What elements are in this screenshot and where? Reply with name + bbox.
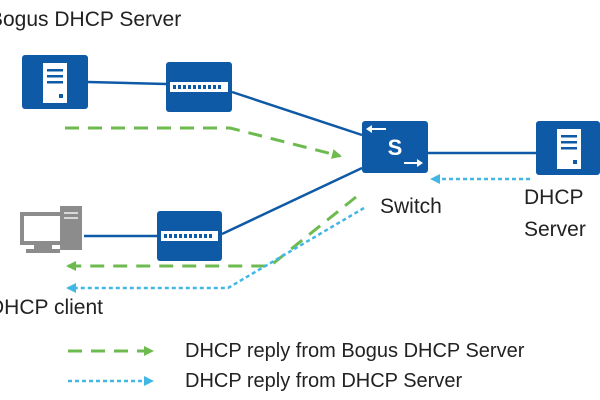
bogus-reply-path: [65, 126, 357, 271]
legend-bogus-text: DHCP reply from Bogus DHCP Server: [185, 340, 525, 362]
legend: [68, 346, 154, 386]
bogus-reply-arrow-to-client: [66, 195, 357, 271]
bottom-hub: [157, 211, 222, 261]
switch-label: Switch: [380, 195, 442, 218]
switch: S: [362, 121, 428, 173]
bogus-dhcp-server-label: Bogus DHCP Server: [0, 8, 182, 31]
link-top-hub-to-switch: [231, 90, 363, 137]
dhcp-server-label-line2: Server: [524, 218, 586, 241]
network-links: [84, 80, 536, 238]
legend-server-text: DHCP reply from DHCP Server: [185, 370, 463, 392]
switch-icon: [362, 121, 428, 173]
link-bogus-server-to-hub: [87, 80, 167, 86]
top-hub: [166, 62, 232, 112]
dhcp-client-pc: [20, 206, 82, 253]
link-switch-to-bottom-hub: [221, 166, 363, 236]
dhcp-server-reply-path: [66, 174, 530, 293]
switch-icon-letter: S: [388, 135, 403, 160]
bogus-reply-arrow-to-switch: [65, 126, 342, 159]
dhcp-client-label: DHCP client: [0, 296, 103, 319]
dhcp-server: [536, 121, 600, 175]
dhcp-server-label-line1: DHCP: [524, 186, 584, 209]
bogus-dhcp-server: [22, 55, 88, 109]
server-reply-arrow-to-client: [66, 206, 365, 293]
pc-icon: [20, 206, 82, 253]
